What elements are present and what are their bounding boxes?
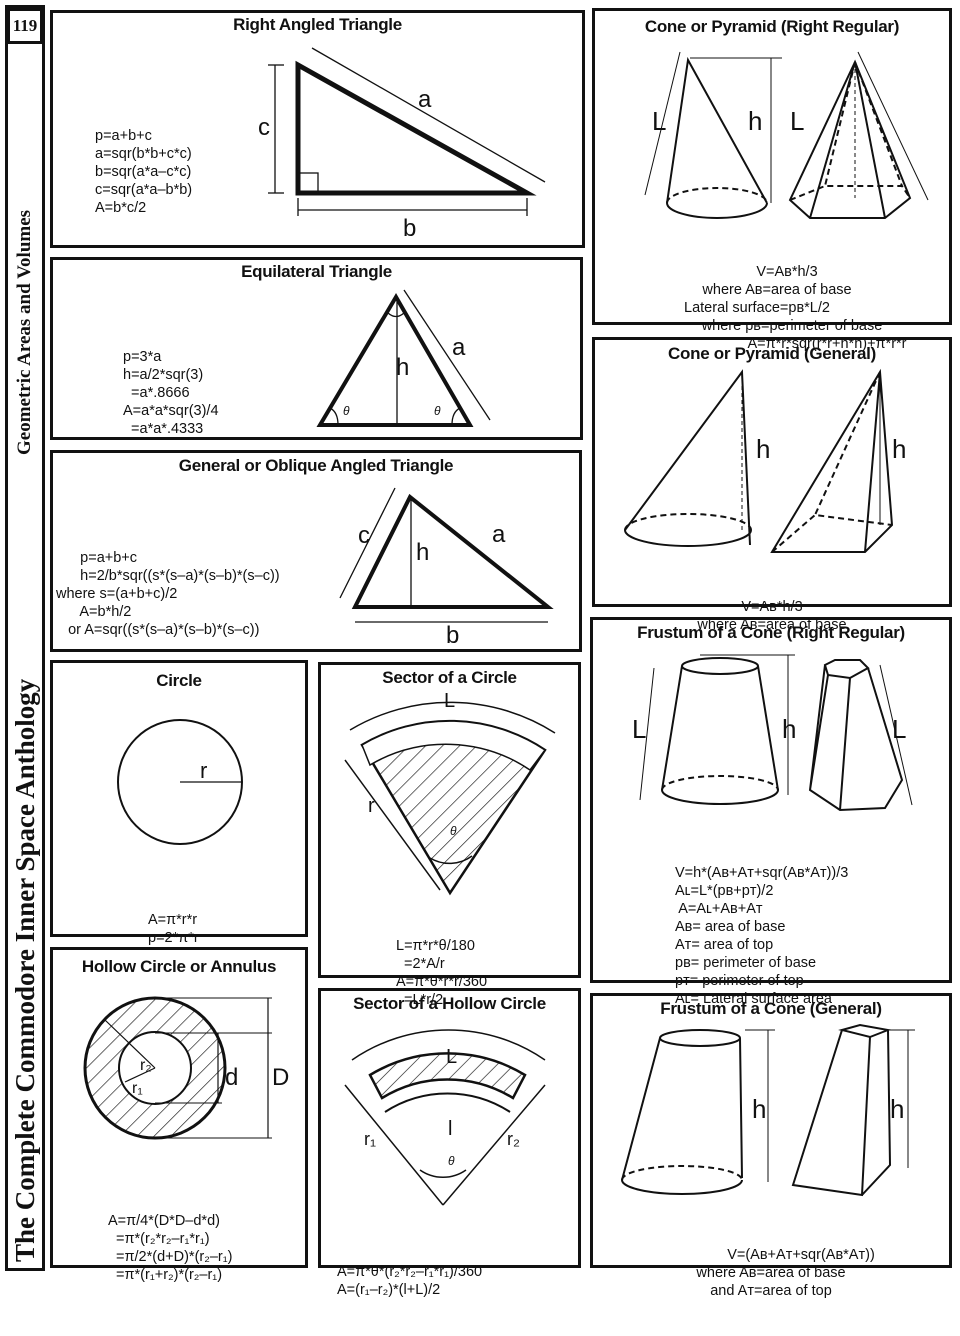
formula-line: where s=(a+b+c)/2 [56, 586, 178, 602]
formula-line: where Aʙ=area of base [697, 617, 847, 633]
formula-line: Aʟ= Lateral surface area [675, 991, 832, 1007]
formula-line: =L*r/2 [396, 992, 444, 1008]
formula-line: h=2/b*sqr((s*(s–a)*(s–b)*(s–c)) [56, 568, 280, 584]
formula-line: A=b*h/2 [56, 604, 132, 620]
formula-line: A=π*θ*r*r/360 [396, 974, 488, 990]
panel-oblique-triangle: General or Oblique Angled Triangle p=a+b… [50, 450, 582, 652]
formula-line: Aᴛ= area of top [675, 937, 774, 953]
formula-block: p=a+b+c h=2/b*sqr((s*(s–a)*(s–b)*(s–c)) w… [56, 513, 280, 675]
formula-line: or A=sqr((s*(s–a)*(s–b)*(s–c)) [56, 622, 260, 638]
formula-line: p=3*a [123, 349, 162, 365]
formula-line: =2*A/r [396, 956, 445, 972]
formula-line: A=(r₁–r₂)*(l+L)/2 [337, 1282, 441, 1298]
formula-line: h=a/2*sqr(3) [123, 367, 204, 383]
panel-title: Circle [156, 671, 202, 690]
panel-title: Cone or Pyramid (Right Regular) [644, 17, 900, 36]
formula-line: a=sqr(b*b+c*c) [95, 146, 192, 162]
panel-equilateral-triangle: Equilateral Triangle p=3*a h=a/2*sqr(3) =… [50, 257, 583, 440]
panel-frustum-right: Frustum of a Cone (Right Regular) V=h*(A… [590, 617, 952, 1007]
panel-title: Sector of a Hollow Circle [353, 994, 546, 1013]
formula-line: =a*.8666 [123, 385, 190, 401]
formula-line: V=Aʙ*h/3 [741, 599, 803, 615]
panel-title: Cone or Pyramid (General) [668, 344, 876, 363]
side-title-top: Geometric Areas and Volumes [14, 209, 35, 455]
formula-line: V=Aʙ*h/3 [756, 264, 818, 280]
formula-line: p=a+b+c [95, 128, 152, 144]
formula-line: V=h*(Aʙ+Aᴛ+sqr(Aʙ*Aᴛ))/3 [675, 865, 849, 881]
formula-block: A=π/4*(D*D–d*d) =π*(r₂*r₂–r₁*r₁) =π/2*(d… [108, 1176, 232, 1320]
formula-line: where pʙ=perimeter of base [701, 318, 883, 334]
panel-title: General or Oblique Angled Triangle [178, 456, 454, 475]
formula-line: c=sqr(a*a–b*b) [95, 182, 193, 198]
formula-line: A=π*r*sqr(r*r+h*h)+π*r*r [747, 336, 907, 352]
formula-line: A=π*r*r [148, 912, 198, 928]
formula-line: A=a*a*sqr(3)/4 [123, 403, 219, 419]
formula-line: =π*(r₂*r₂–r₁*r₁) [108, 1231, 210, 1247]
formula-block: p=a+b+c a=sqr(b*b+c*c) b=sqr(a*a–c*c) c=sqr… [95, 91, 192, 253]
formula-line: =a*a*.4333 [123, 421, 204, 437]
formula-line: Lateral surface=pʙ*L/2 [684, 300, 830, 316]
formula-line: Aʙ= area of base [675, 919, 786, 935]
formula-block: A=π*r*r p=2*π*r [148, 875, 199, 983]
formula-line: =π/2*(d+D)*(r₂–r₁) [108, 1249, 233, 1265]
formula-line: A=π*θ*(r₂*r₂–r₁*r₁)/360 [337, 1264, 483, 1280]
formula-line: A=Aʟ+Aʙ+Aᴛ [675, 901, 763, 917]
formula-line: Aʟ=L*(pʙ+pᴛ)/2 [675, 883, 774, 899]
panel-title: Equilateral Triangle [241, 262, 392, 281]
page-number: 119 [7, 8, 43, 44]
panel-title: Right Angled Triangle [233, 15, 402, 34]
formula-line: A=π/4*(D*D–d*d) [108, 1213, 220, 1229]
panel-title: Sector of a Circle [382, 668, 517, 687]
formula-line: =π*(r₁+r₂)*(r₂–r₁) [108, 1267, 223, 1283]
formula-line: pᴛ= perimeter of top [675, 973, 804, 989]
formula-line: pʙ= perimeter of base [675, 955, 817, 971]
formula-line: and Aᴛ=area of top [710, 1283, 832, 1299]
panel-title: Frustum of a Cone (Right Regular) [637, 623, 905, 642]
formula-line: p=2*π*r [148, 930, 199, 946]
panel-right-triangle: Right Angled Triangle p=a+b+c a=sqr(b*b+c… [50, 10, 585, 248]
panel-cone-right: Cone or Pyramid (Right Regular) V=Aʙ*h/3… [592, 8, 952, 352]
formula-line: V=(Aʙ+Aᴛ+sqr(Aʙ*Aᴛ)) [727, 1247, 875, 1263]
panel-title: Frustum of a Cone (General) [660, 999, 882, 1018]
formula-line: p=a+b+c [56, 550, 138, 566]
panel-circle: Circle A=π*r*r p=2*π*r [50, 660, 308, 946]
panel-annulus: Hollow Circle or Annulus A=π/4*(D*D–d*d)… [50, 947, 308, 1283]
side-strip [5, 5, 45, 1271]
formula-line: A=b*c/2 [95, 200, 147, 216]
formula-line: where Aʙ=area of base [696, 1265, 846, 1281]
side-title-bottom: The Complete Commodore Inner Space Antho… [10, 678, 40, 1262]
formula-line: b=sqr(a*a–c*c) [95, 164, 192, 180]
formula-line: L=π*r*θ/180 [396, 938, 475, 954]
formula-line: where Aʙ=area of base [702, 282, 852, 298]
panel-title: Hollow Circle or Annulus [81, 957, 277, 976]
formula-block: V=Aʙ*h/3 where Aʙ=area of base [595, 562, 949, 670]
formula-block: V=(Aʙ+Aᴛ+sqr(Aʙ*Aᴛ)) where Aʙ=area of bas… [593, 1210, 949, 1336]
